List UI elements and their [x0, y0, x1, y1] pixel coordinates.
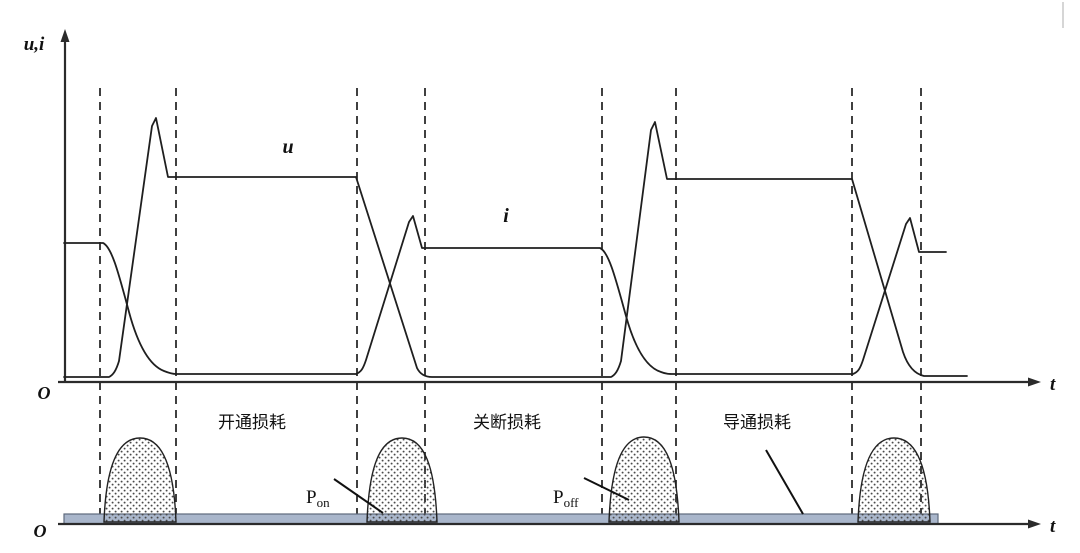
loss-pulse-3 [608, 436, 680, 523]
bottom-x-axis-label: t [1050, 516, 1056, 537]
bottom-origin-label: O [34, 521, 47, 541]
top-origin-label: O [38, 383, 51, 403]
p-on-leader-line [333, 478, 384, 514]
turn-on-loss-label: 开通损耗 [218, 413, 286, 432]
bottom-chart: O t 开通损耗 关断损耗 导通损耗 Pon Poff [34, 413, 1057, 541]
p-off-label: Poff [553, 487, 579, 510]
top-chart: u,i O t u i [24, 29, 1056, 403]
loss-pulse-2 [366, 437, 438, 523]
turn-off-loss-label: 关断损耗 [473, 413, 541, 432]
voltage-curve-label: u [282, 136, 293, 158]
voltage-curve-u [63, 117, 968, 378]
top-y-axis-arrow-icon [60, 29, 70, 42]
loss-pulse-1 [103, 437, 177, 523]
bottom-x-axis-arrow-icon [1028, 519, 1041, 529]
current-curve-i [63, 215, 947, 375]
top-y-axis-label: u,i [24, 34, 45, 55]
p-on-label: Pon [306, 487, 330, 510]
conduction-loss-band [63, 513, 939, 525]
top-x-axis-label: t [1050, 374, 1056, 395]
current-curve-label: i [503, 205, 509, 227]
conduction-loss-label: 导通损耗 [723, 413, 791, 432]
dashed-gridlines [99, 88, 922, 522]
loss-pulse-4 [857, 437, 931, 523]
top-x-axis-arrow-icon [1028, 377, 1041, 387]
p-off-leader-line [583, 477, 630, 501]
conduction-loss-leader-line [765, 449, 804, 515]
